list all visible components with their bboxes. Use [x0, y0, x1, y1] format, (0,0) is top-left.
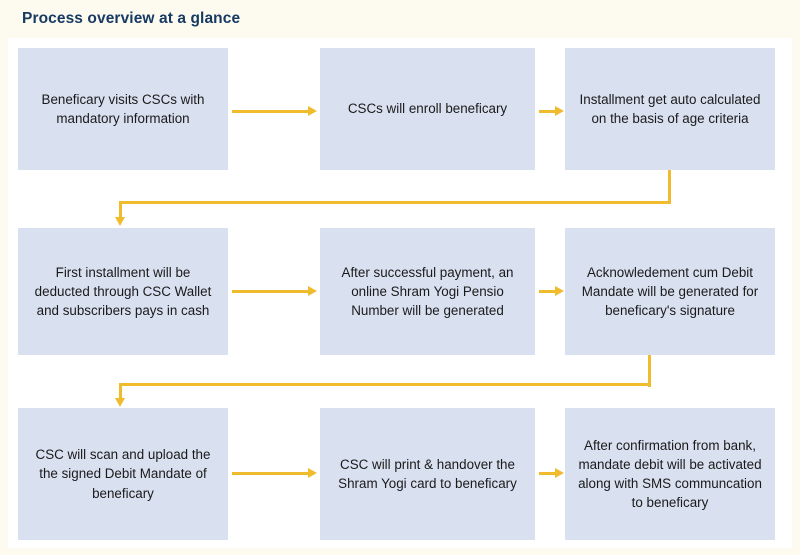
connector-step-3-to-step-4-drop — [119, 201, 122, 219]
connector-step-5-to-step-6 — [539, 290, 557, 293]
arrow-head-step-7-to-step-8 — [308, 468, 317, 478]
connector-step-8-to-step-9 — [539, 472, 557, 475]
connector-step-6-to-step-7-drop — [119, 383, 122, 400]
connector-step-4-to-step-5 — [232, 290, 310, 293]
connector-step-6-to-step-7-down — [648, 355, 651, 387]
process-box-step-4-label: First installment will be deducted throu… — [34, 264, 212, 319]
process-box-step-1-label: Beneficary visits CSCs with mandatory in… — [41, 91, 205, 126]
connector-step-3-to-step-4-down — [668, 170, 671, 204]
process-box-step-3-label: Installment get auto calculated on the b… — [579, 91, 761, 126]
arrow-head-step-8-to-step-9 — [555, 468, 564, 478]
process-box-step-7-label: CSC will scan and upload the the signed … — [35, 447, 211, 501]
process-box-step-3: Installment get auto calculated on the b… — [565, 48, 775, 170]
process-box-step-8: CSC will print & handover the Shram Yogi… — [320, 408, 535, 540]
process-box-step-1: Beneficary visits CSCs with mandatory in… — [18, 48, 228, 170]
page-title: Process overview at a glance — [22, 10, 241, 27]
connector-step-2-to-step-3 — [539, 110, 557, 113]
connector-step-1-to-step-2 — [232, 110, 310, 113]
connector-step-7-to-step-8 — [232, 472, 310, 475]
connector-step-6-to-step-7-across — [119, 383, 651, 386]
process-box-step-8-label: CSC will print & handover the Shram Yogi… — [338, 456, 517, 491]
arrow-head-step-4-to-step-5 — [308, 286, 317, 296]
process-box-step-4: First installment will be deducted throu… — [18, 228, 228, 355]
arrow-head-step-6-to-step-7 — [115, 398, 125, 407]
process-box-step-9-label: After confirmation from bank, mandate de… — [578, 437, 762, 511]
process-box-step-5: After successful payment, an online Shra… — [320, 228, 535, 355]
arrow-head-step-1-to-step-2 — [308, 106, 317, 116]
arrow-head-step-2-to-step-3 — [555, 106, 564, 116]
arrow-head-step-3-to-step-4 — [115, 217, 125, 226]
arrow-head-step-5-to-step-6 — [555, 286, 564, 296]
process-box-step-6: Acknowledement cum Debit Mandate will be… — [565, 228, 775, 355]
connector-step-3-to-step-4-across — [119, 201, 671, 204]
process-box-step-2-label: CSCs will enroll beneficary — [347, 101, 508, 117]
process-box-step-7: CSC will scan and upload the the signed … — [18, 408, 228, 540]
process-box-step-2: CSCs will enroll beneficary — [320, 48, 535, 170]
process-box-step-6-label: Acknowledement cum Debit Mandate will be… — [581, 264, 759, 319]
process-box-step-9: After confirmation from bank, mandate de… — [565, 408, 775, 540]
process-box-step-5-label: After successful payment, an online Shra… — [341, 264, 514, 319]
